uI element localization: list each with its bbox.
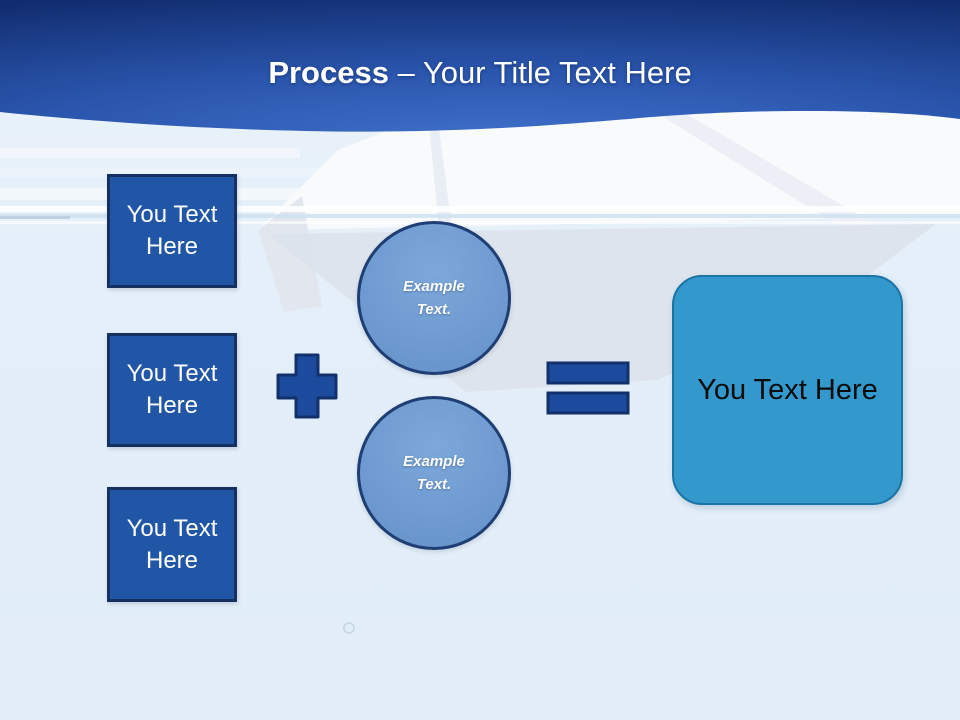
input-box-label: You Text Here xyxy=(126,514,218,574)
example-circle-2: Example Text. xyxy=(357,396,511,550)
equals-icon xyxy=(545,360,631,416)
input-box-label: You Text Here xyxy=(126,201,218,260)
title-rest-part: – Your Title Text Here xyxy=(397,55,692,90)
circle-label: Example Text. xyxy=(403,452,465,493)
input-box-3: You Text Here xyxy=(107,487,237,602)
result-box: You Text Here xyxy=(672,275,903,505)
circle-label: Example Text. xyxy=(403,277,465,318)
input-box-label: You Text Here xyxy=(126,360,218,419)
example-circle-1: Example Text. xyxy=(357,221,511,375)
input-box-2: You Text Here xyxy=(107,333,237,447)
plus-icon xyxy=(276,353,338,419)
water-bubble xyxy=(343,622,355,634)
input-box-1: You Text Here xyxy=(107,174,237,288)
result-box-label: You Text Here xyxy=(697,373,878,406)
title-bold-part: Process xyxy=(268,55,389,90)
page-title: Process – Your Title Text Here xyxy=(0,55,960,90)
header-wave xyxy=(0,0,960,132)
